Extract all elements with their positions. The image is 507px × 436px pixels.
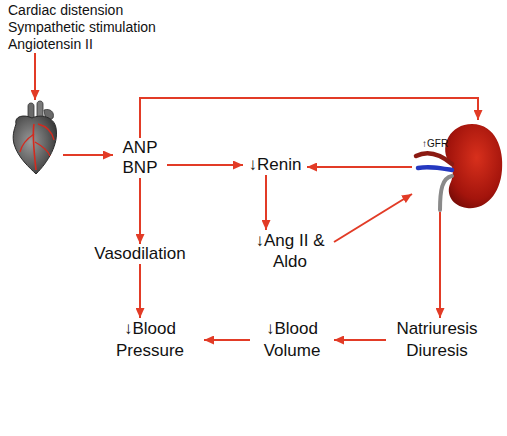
effect-label: Vasodilation — [75, 244, 205, 264]
flow-arrow — [167, 164, 243, 166]
node-text: ↓Renin — [243, 155, 307, 175]
flow-arrow — [307, 166, 412, 168]
heart-node — [8, 100, 63, 178]
effect-label: ↓Renin — [243, 155, 307, 175]
node-text: Sympathetic stimulation — [8, 19, 188, 36]
node-text: ANP BNP — [113, 138, 167, 178]
flow-arrow — [139, 264, 141, 318]
node-text: ↓Blood Pressure — [96, 318, 204, 362]
hormone-label: ANP BNP — [113, 138, 167, 178]
flow-arrow — [265, 175, 267, 230]
node-annotation: ↑GFR — [422, 138, 448, 150]
kidney-node: ↑GFR — [412, 120, 504, 212]
flow-arrow — [334, 194, 412, 242]
trigger-list: Cardiac distensionSympathetic stimulatio… — [8, 2, 188, 53]
heart-illustration — [8, 100, 63, 178]
flow-arrow — [140, 98, 478, 138]
node-text: Natriuresis Diuresis — [386, 318, 488, 362]
node-text: Cardiac distension — [8, 2, 188, 19]
kidney-illustration — [412, 120, 504, 212]
flow-arrow — [334, 339, 386, 341]
node-text: ↓Ang II & Aldo — [246, 230, 334, 272]
node-text: ↓Blood Volume — [250, 318, 334, 362]
flow-arrow — [204, 339, 250, 341]
effect-label: ↓Ang II & Aldo — [246, 230, 334, 272]
node-text: Angiotensin II — [8, 36, 188, 53]
flow-arrow — [34, 53, 36, 100]
outcome-label: ↓Blood Pressure — [96, 318, 204, 362]
flow-arrow — [63, 154, 113, 156]
flow-arrow — [439, 212, 441, 318]
node-text: Vasodilation — [75, 244, 205, 264]
outcome-label: Natriuresis Diuresis — [386, 318, 488, 362]
outcome-label: ↓Blood Volume — [250, 318, 334, 362]
flow-arrow — [139, 178, 141, 244]
